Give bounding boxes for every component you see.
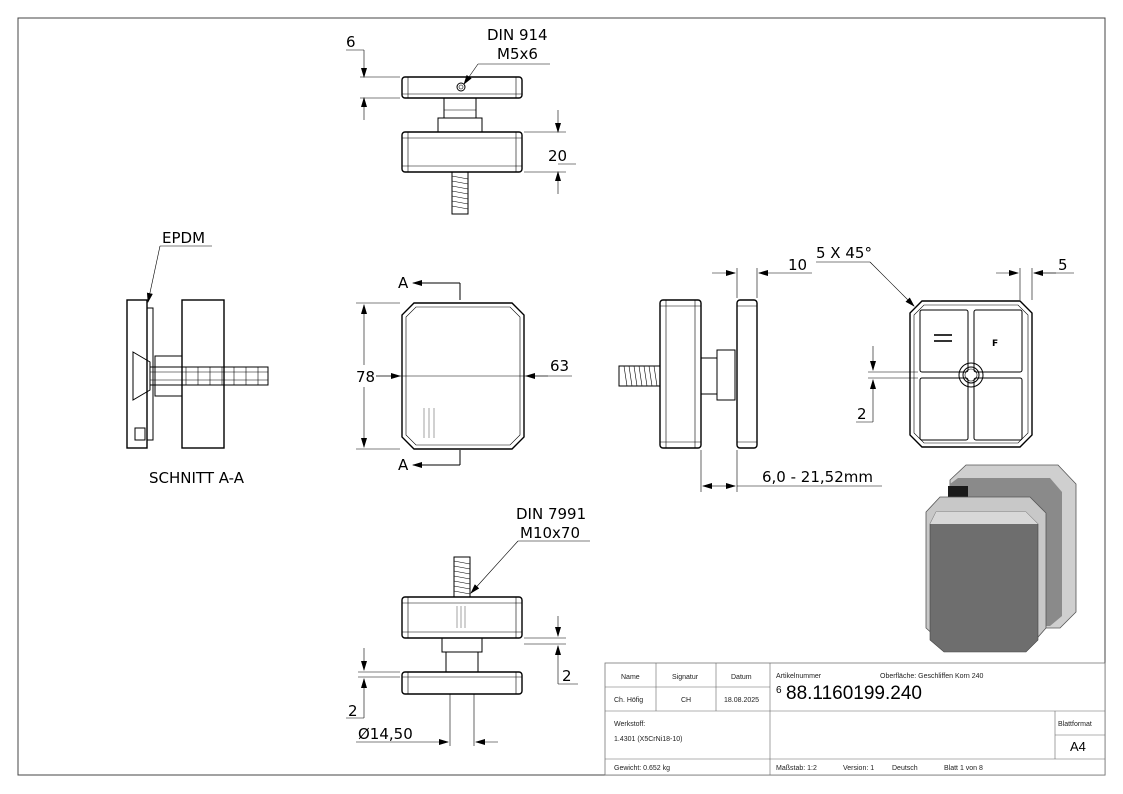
massstab: Maßstab: 1:2 bbox=[776, 765, 817, 772]
dim-20: 20 bbox=[548, 147, 567, 165]
section-a-bottom: A bbox=[398, 456, 409, 474]
blatt: Blatt 1 von 8 bbox=[944, 765, 983, 772]
epdm-label: EPDM bbox=[162, 229, 205, 247]
dim-10: 10 bbox=[788, 256, 807, 274]
sprache: Deutsch bbox=[892, 765, 918, 772]
col-datum: Datum bbox=[731, 674, 752, 681]
plate-mark: F bbox=[992, 339, 998, 349]
title-block bbox=[604, 662, 1106, 776]
back-view bbox=[816, 261, 1074, 448]
artikel-number: 88.1160199.240 bbox=[786, 683, 922, 704]
werkstoff-label: Werkstoff: bbox=[614, 721, 645, 728]
dim-5: 5 bbox=[1058, 256, 1068, 274]
din7991-size: M10x70 bbox=[520, 524, 580, 542]
dim-2-right: 2 bbox=[857, 405, 867, 423]
name-value: Ch. Höfig bbox=[614, 697, 643, 704]
front-view bbox=[356, 280, 572, 468]
din7991-label: DIN 7991 bbox=[516, 505, 586, 523]
oberflaeche: Oberfläche: Geschliffen Korn 240 bbox=[880, 673, 983, 680]
diameter-dim: Ø14,50 bbox=[358, 725, 413, 743]
bottom-view bbox=[346, 540, 590, 746]
din914-size: M5x6 bbox=[497, 45, 538, 63]
range-dimension: 6,0 - 21,52mm bbox=[762, 468, 873, 486]
chamfer-label: 5 X 45° bbox=[816, 244, 872, 262]
section-title: SCHNITT A-A bbox=[149, 469, 245, 487]
dim-63: 63 bbox=[550, 357, 569, 375]
dim-2-bottom-left: 2 bbox=[348, 702, 358, 720]
side-view bbox=[618, 268, 882, 492]
render-3d bbox=[925, 464, 1077, 653]
blattformat-label: Blattformat bbox=[1058, 721, 1092, 728]
artikel-label: Artikelnummer bbox=[776, 673, 822, 680]
top-view bbox=[346, 49, 576, 215]
dim-2-bottom-right: 2 bbox=[562, 667, 572, 685]
version: Version: 1 bbox=[843, 765, 874, 772]
gewicht: Gewicht: 0.652 kg bbox=[614, 765, 670, 772]
dim-6-top: 6 bbox=[346, 33, 356, 51]
werkstoff-value: 1.4301 (X5CrNi18-10) bbox=[614, 736, 682, 743]
artikel-prefix: 6 bbox=[776, 685, 782, 696]
dim-78: 78 bbox=[356, 368, 375, 386]
col-name: Name bbox=[621, 674, 640, 681]
din914-label: DIN 914 bbox=[487, 26, 548, 44]
section-a-a bbox=[126, 245, 269, 449]
col-signatur: Signatur bbox=[672, 674, 699, 681]
blattformat-value: A4 bbox=[1070, 739, 1086, 754]
datum-value: 18.08.2025 bbox=[724, 697, 759, 704]
section-a-top: A bbox=[398, 274, 409, 292]
signatur-value: CH bbox=[681, 697, 691, 704]
sheet-border bbox=[17, 17, 1106, 776]
